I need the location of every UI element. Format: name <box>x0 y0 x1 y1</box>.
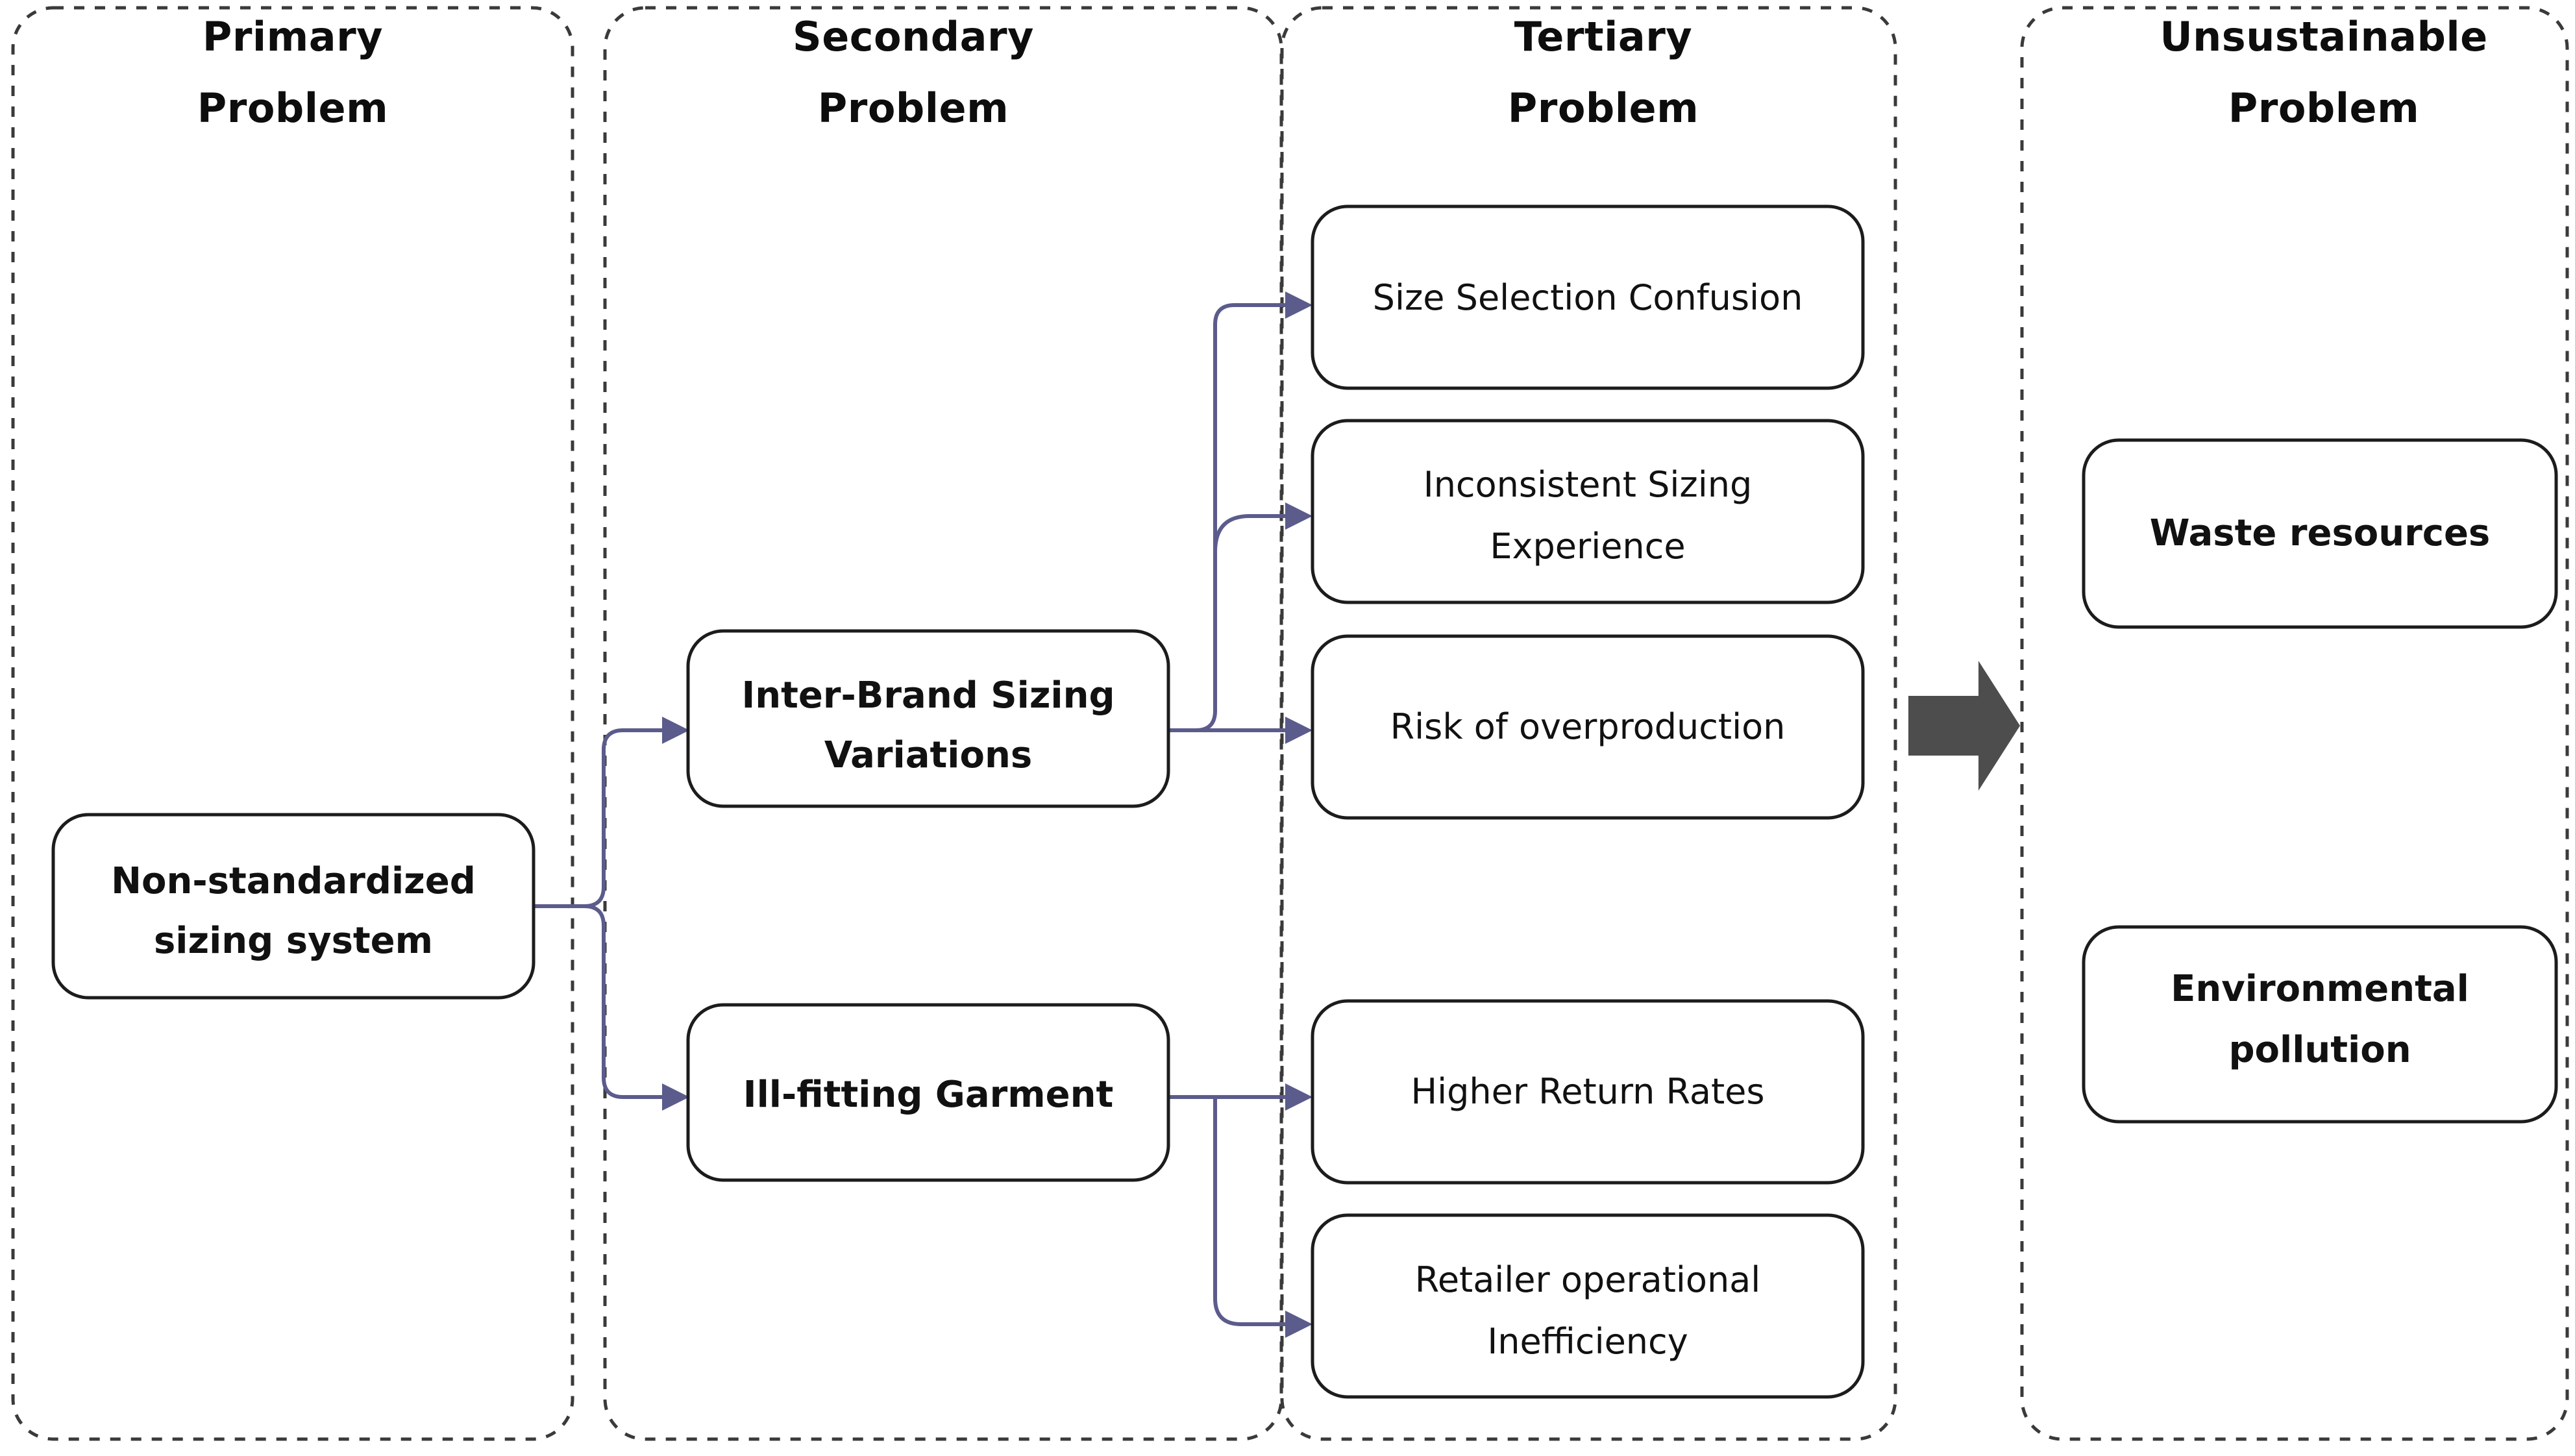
edge-inter-brand-vertical-trunk <box>1166 303 1287 732</box>
edge-ill-fitting-to-higher-return-rates-arrowhead <box>1285 1083 1312 1111</box>
node-waste-resources-line1: Waste resources <box>2150 512 2491 554</box>
edge-inter-brand-to-size-confusion-arrowhead <box>1285 291 1312 319</box>
node-inconsistent-sizing-experience-line1: Inconsistent Sizing <box>1423 464 1752 505</box>
lane-tertiary-title-line2: Problem <box>1508 84 1699 132</box>
edge-group-inter-brand-to-tertiary <box>1166 291 1312 744</box>
edge-ill-fitting-to-retailer-inefficiency <box>1213 1095 1287 1326</box>
node-inconsistent-sizing-experience[interactable]: Inconsistent Sizing Experience <box>1311 419 1865 604</box>
node-size-selection-confusion-line1: Size Selection Confusion <box>1373 277 1803 318</box>
node-ill-fitting-garment[interactable]: Ill-fitting Garment <box>686 1003 1170 1182</box>
lane-primary-title-line2: Problem <box>197 84 388 132</box>
node-environmental-pollution-box[interactable] <box>2082 925 2558 1124</box>
node-inter-brand-sizing-variations-line2: Variations <box>824 734 1032 776</box>
node-environmental-pollution-line2: pollution <box>2228 1029 2411 1071</box>
edge-ill-fitting-to-retailer-inefficiency-arrowhead <box>1285 1311 1312 1338</box>
node-ill-fitting-garment-box[interactable] <box>686 1003 1170 1182</box>
lane-unsustainable: Unsustainable Problem <box>2020 6 2569 1441</box>
node-higher-return-rates-line1: Higher Return Rates <box>1411 1071 1764 1112</box>
node-non-standardized-sizing-system[interactable]: Non-standardized sizing system <box>51 813 536 1000</box>
node-higher-return-rates[interactable]: Higher Return Rates <box>1311 999 1865 1185</box>
edge-primary-to-ill-fitting-arrowhead <box>662 1083 689 1111</box>
lane-unsustainable-title-line2: Problem <box>2228 84 2419 132</box>
lane-secondary-title-line1: Secondary <box>793 13 1034 60</box>
node-inter-brand-sizing-variations[interactable]: Inter-Brand Sizing Variations <box>686 629 1170 808</box>
tertiary-to-unsustainable-block-arrow <box>1908 661 2020 791</box>
lane-secondary: Secondary Problem <box>603 6 1283 1441</box>
node-waste-resources[interactable]: Waste resources <box>2082 438 2558 629</box>
node-size-selection-confusion[interactable]: Size Selection Confusion <box>1311 204 1865 390</box>
lane-unsustainable-title-line1: Unsustainable <box>2160 13 2487 60</box>
edge-primary-to-ill-fitting <box>568 904 664 1099</box>
edge-primary-to-inter-brand <box>568 728 664 908</box>
lane-primary-title-line1: Primary <box>203 13 383 60</box>
node-retailer-operational-inefficiency[interactable]: Retailer operational Inefficiency <box>1311 1213 1865 1399</box>
edge-inter-brand-to-inconsistent-sizing-arrowhead <box>1285 502 1312 530</box>
node-non-standardized-sizing-system-box[interactable] <box>51 813 536 1000</box>
node-retailer-operational-inefficiency-line1: Retailer operational <box>1415 1259 1761 1300</box>
node-risk-of-overproduction-line1: Risk of overproduction <box>1390 706 1786 747</box>
node-retailer-operational-inefficiency-box[interactable] <box>1311 1213 1865 1399</box>
edge-primary-to-inter-brand-arrowhead <box>662 717 689 744</box>
node-higher-return-rates-box[interactable] <box>1311 999 1865 1185</box>
node-retailer-operational-inefficiency-line2: Inefficiency <box>1487 1321 1688 1362</box>
lane-tertiary-title-line1: Tertiary <box>1514 13 1692 60</box>
lane-tertiary: Tertiary Problem <box>1280 6 1897 1441</box>
lane-secondary-title-line2: Problem <box>818 84 1009 132</box>
node-non-standardized-sizing-system-line2: sizing system <box>154 920 433 962</box>
node-risk-of-overproduction[interactable]: Risk of overproduction <box>1311 634 1865 820</box>
node-ill-fitting-garment-line1: Ill-fitting Garment <box>743 1074 1114 1116</box>
edge-inter-brand-to-inconsistent-sizing <box>1213 514 1287 554</box>
node-waste-resources-box[interactable] <box>2082 438 2558 629</box>
lane-secondary-outline <box>603 6 1283 1441</box>
edge-group-primary-to-secondary <box>532 717 689 1111</box>
node-environmental-pollution-line1: Environmental <box>2171 968 2469 1010</box>
lane-primary-outline <box>11 6 574 1441</box>
lane-primary: Primary Problem <box>11 6 574 1441</box>
node-inter-brand-sizing-variations-line1: Inter-Brand Sizing <box>741 674 1115 717</box>
node-inconsistent-sizing-experience-line2: Experience <box>1490 526 1685 567</box>
node-size-selection-confusion-box[interactable] <box>1311 204 1865 390</box>
node-environmental-pollution[interactable]: Environmental pollution <box>2082 925 2558 1124</box>
node-inter-brand-sizing-variations-box[interactable] <box>686 629 1170 808</box>
node-risk-of-overproduction-box[interactable] <box>1311 634 1865 820</box>
node-non-standardized-sizing-system-line1: Non-standardized <box>111 860 476 902</box>
edge-group-ill-fitting-to-tertiary <box>1166 1083 1312 1338</box>
node-inconsistent-sizing-experience-box[interactable] <box>1311 419 1865 604</box>
edge-inter-brand-to-risk-overproduction-arrowhead <box>1285 717 1312 744</box>
lane-unsustainable-outline <box>2020 6 2569 1441</box>
lane-tertiary-outline <box>1280 6 1897 1441</box>
